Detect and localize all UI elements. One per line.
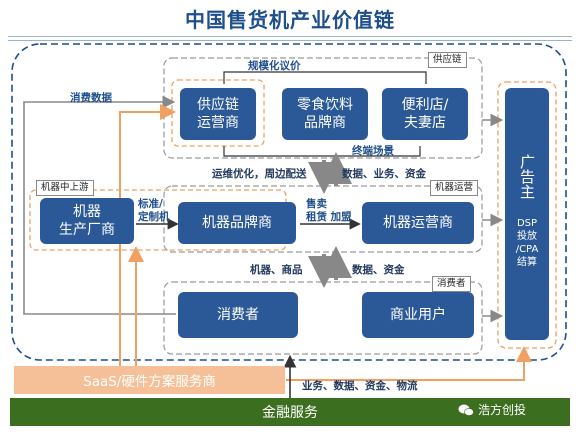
- ops-optimize-label: 运维优化，周边配送: [212, 168, 307, 180]
- upstream-orange-frame: [29, 189, 287, 251]
- advertiser-sub-label: DSP 投放 /CPA 结算: [515, 218, 539, 268]
- machine-upstream-tag: 机器中上游: [36, 180, 94, 196]
- snack-brand-node: 零食饮料 品牌商: [282, 88, 368, 140]
- advertiser-label: 广告主: [518, 154, 536, 199]
- saas-line-1: [119, 104, 176, 366]
- convenience-store-node: 便利店/ 夫妻店: [382, 88, 468, 140]
- data-funds-label: 数据、资金: [352, 264, 405, 276]
- saas-line-3: [286, 346, 532, 381]
- consumers-node: 消费者: [178, 292, 298, 338]
- scale-pricing-label: 规模化议价: [248, 60, 301, 72]
- machine-operator-node: 机器运营商: [362, 202, 474, 244]
- convenience-store-label: 便利店/ 夫妻店: [401, 97, 449, 131]
- page-title: 中国售货机产业价值链: [185, 8, 395, 32]
- scale-pricing-bracket: [223, 71, 427, 84]
- supply-chain-operator-node: 供应链 运营商: [180, 88, 256, 140]
- commercial-users-node: 商业用户: [362, 292, 474, 338]
- sell-rent-join-label: 售卖 租赁 加盟: [306, 198, 352, 223]
- machine-brand-node: 机器品牌商: [178, 202, 296, 244]
- snack-brand-label: 零食饮料 品牌商: [297, 97, 353, 131]
- machine-maker-node: 机器 生产厂商: [40, 198, 134, 244]
- data-biz-funds-label: 数据、业务、资金: [342, 168, 426, 180]
- advertiser-node: 广告主 DSP 投放 /CPA 结算: [505, 88, 549, 340]
- wechat-icon: [458, 404, 474, 416]
- supply-chain-operator-label: 供应链 运营商: [197, 97, 239, 131]
- finance-services-bar: 金融服务: [10, 398, 570, 426]
- title-divider-top: [8, 36, 572, 37]
- saas-provider-bar: SaaS/硬件方案服务商: [14, 366, 285, 394]
- consumption-data-label: 消费数据: [70, 92, 112, 104]
- standard-custom-label: 标准/ 定制机: [138, 198, 170, 223]
- consumers-label: 消费者: [217, 307, 259, 323]
- terminal-scenes-label: 终端场景: [352, 145, 394, 157]
- brand-watermark: 浩方创投: [478, 403, 527, 417]
- consumption-data-line: [23, 95, 176, 315]
- title-divider-bottom: [8, 40, 572, 41]
- machine-maker-label: 机器 生产厂商: [59, 204, 115, 238]
- supply-chain-tag: 供应链: [428, 52, 467, 68]
- commercial-users-label: 商业用户: [390, 307, 446, 323]
- consumer-frame: [163, 281, 483, 355]
- machine-ops-tag: 机器运营: [430, 180, 479, 196]
- flows-bottom-label: 业务、数据、资金、物流: [302, 380, 418, 392]
- machine-goods-label: 机器、商品: [250, 264, 303, 276]
- machine-brand-label: 机器品牌商: [202, 215, 272, 231]
- consumer-tag: 消费者: [432, 276, 471, 292]
- machine-operator-label: 机器运营商: [383, 215, 453, 231]
